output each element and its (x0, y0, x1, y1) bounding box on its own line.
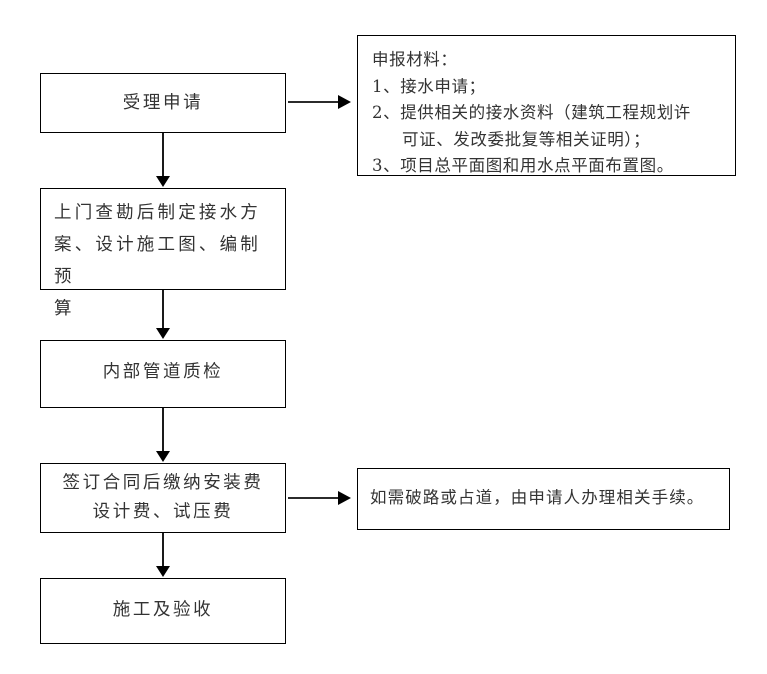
flow-node-label: 上门查勘后制定接水方 案、设计施工图、编制预 算 (54, 203, 261, 319)
arrow-shaft (162, 290, 164, 329)
flow-node-survey-and-design[interactable]: 上门查勘后制定接水方 案、设计施工图、编制预 算 (40, 188, 286, 319)
arrow-shaft (162, 408, 164, 452)
note-box-road-permit: 如需破路或占道，由申请人办理相关手续。 (357, 468, 730, 530)
arrow-head-down-icon (155, 176, 170, 187)
arrow-head-down-icon (155, 328, 170, 339)
flow-node-accept-application[interactable]: 受理申请 (40, 73, 286, 133)
arrow-head-right-icon (338, 491, 351, 505)
note-line: 申报材料： (372, 50, 458, 69)
arrow-shaft (162, 133, 164, 177)
flow-node-contract-and-fees[interactable]: 签订合同后缴纳安装费 设计费、试压费 (40, 463, 286, 533)
arrow-head-right-icon (338, 95, 351, 109)
note-box-application-materials: 申报材料： 1、接水申请； 2、提供相关的接水资料（建筑工程规划许 可证、发改委… (357, 35, 736, 176)
note-body: 申报材料： 1、接水申请； 2、提供相关的接水资料（建筑工程规划许 可证、发改委… (358, 36, 735, 180)
arrow-head-down-icon (155, 566, 170, 577)
note-line: 2、提供相关的接水资料（建筑工程规划许 (372, 103, 691, 122)
arrow-shaft (288, 101, 340, 103)
flow-node-internal-pipe-inspection[interactable]: 内部管道质检 (40, 340, 286, 408)
flow-node-label: 内部管道质检 (102, 362, 224, 382)
arrow-shaft (162, 533, 164, 567)
note-line: 如需破路或占道，由申请人办理相关手续。 (370, 488, 705, 507)
note-line: 1、接水申请； (372, 76, 486, 96)
note-line: 3、项目总平面图和用水点平面布置图。 (372, 156, 674, 175)
arrow-head-down-icon (155, 451, 170, 462)
flow-node-label: 施工及验收 (112, 600, 214, 620)
flow-node-label: 签订合同后缴纳安装费 设计费、试压费 (62, 473, 264, 522)
note-line: 可证、发改委批复等相关证明）； (402, 129, 651, 149)
flow-node-construction-and-acceptance[interactable]: 施工及验收 (40, 578, 286, 644)
note-body: 如需破路或占道，由申请人办理相关手续。 (358, 469, 729, 512)
arrow-shaft (288, 497, 340, 499)
flow-node-label: 受理申请 (122, 92, 204, 113)
